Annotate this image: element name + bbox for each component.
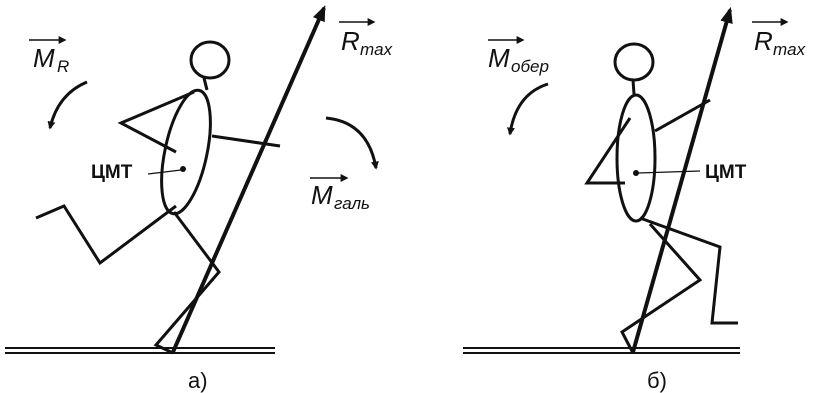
com-label-a: ЦМТ	[91, 162, 133, 183]
moment-r-label: M R	[29, 36, 69, 76]
panel-a: ЦМТ M R R max M галь а)	[5, 5, 393, 393]
moment-rot-arrow	[506, 82, 549, 136]
svg-text:M: M	[311, 180, 333, 210]
athlete-figure-b	[584, 42, 738, 354]
reaction-force-arrow-b	[631, 6, 733, 353]
com-dot-b	[633, 170, 639, 176]
athlete-figure-a	[35, 40, 281, 355]
svg-text:галь: галь	[334, 194, 370, 213]
moment-rot-label: M обер	[488, 36, 549, 76]
head-b	[613, 42, 655, 82]
head-a	[189, 40, 231, 80]
torso-b	[615, 93, 657, 223]
com-label-b: ЦМТ	[705, 162, 747, 183]
svg-text:R: R	[57, 57, 69, 76]
svg-text:R: R	[754, 26, 773, 56]
reaction-label-a: R max	[339, 18, 393, 59]
caption-a: а)	[188, 368, 208, 393]
moment-brake-label: M галь	[310, 174, 370, 213]
moment-brake-arrow	[325, 116, 379, 170]
svg-text:max: max	[773, 40, 806, 59]
svg-text:M: M	[488, 43, 510, 73]
ground-b	[463, 347, 740, 354]
svg-text:M: M	[33, 43, 55, 73]
caption-b: б)	[647, 368, 667, 393]
svg-text:R: R	[341, 26, 360, 56]
reaction-label-b: R max	[752, 18, 806, 59]
ground-a	[5, 347, 275, 354]
svg-text:max: max	[360, 40, 393, 59]
panel-b: ЦМТ M обер R max б)	[463, 6, 806, 393]
moment-r-arrow	[47, 80, 88, 130]
com-dot-a	[180, 166, 186, 172]
svg-text:обер: обер	[511, 57, 549, 76]
